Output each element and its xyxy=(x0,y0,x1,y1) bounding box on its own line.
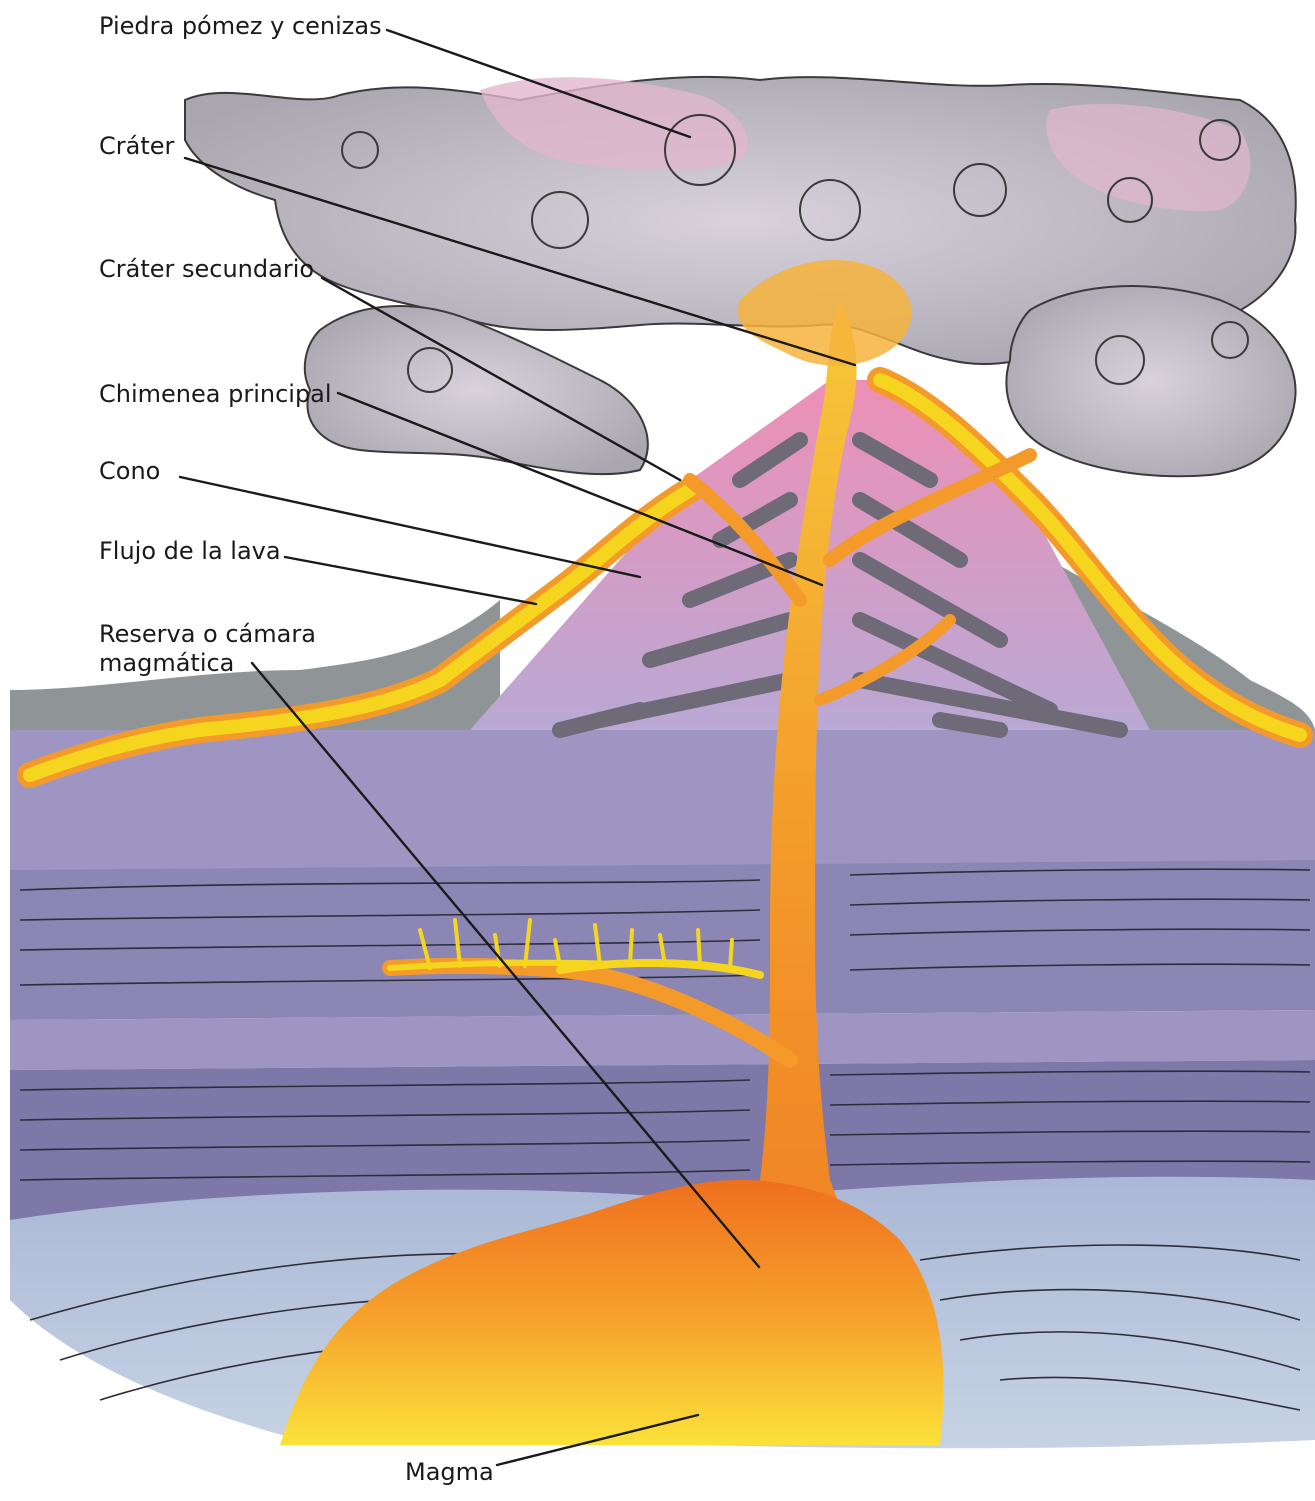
label-chamber-line2: magmática xyxy=(99,649,316,678)
ash-cloud xyxy=(185,77,1296,477)
label-magma: Magma xyxy=(405,1458,494,1487)
label-main-vent: Chimenea principal xyxy=(99,380,332,409)
pointer-lava-flow xyxy=(285,557,536,604)
label-secondary-crater: Cráter secundario xyxy=(99,255,314,284)
label-cone: Cono xyxy=(99,457,160,486)
middle-stratum xyxy=(10,1010,1315,1070)
label-chamber-line1: Reserva o cámara xyxy=(99,620,316,649)
upper-stratum xyxy=(10,730,1315,870)
label-chamber: Reserva o cámara magmática xyxy=(99,620,316,678)
label-pumice: Piedra pómez y cenizas xyxy=(99,12,382,41)
label-lava-flow: Flujo de la lava xyxy=(99,537,281,566)
label-crater: Cráter xyxy=(99,132,174,161)
